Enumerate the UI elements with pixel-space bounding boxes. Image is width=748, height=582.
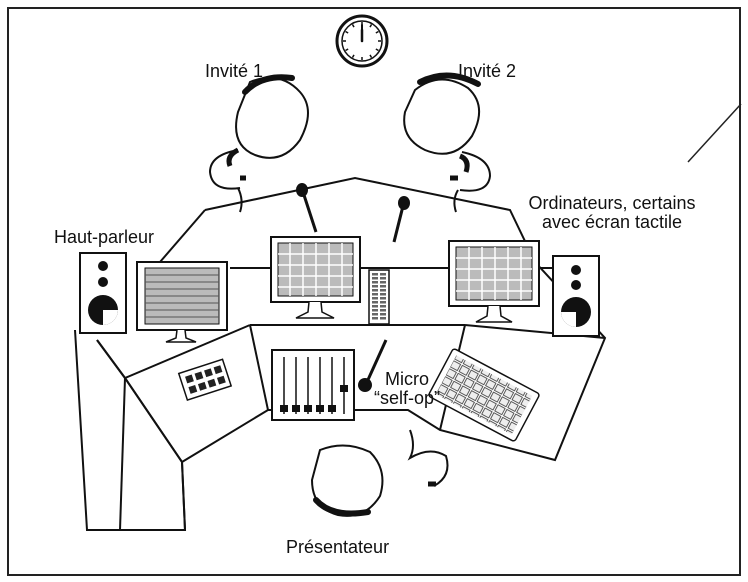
meter-led xyxy=(372,273,378,276)
meter-led xyxy=(380,317,386,320)
meter-led xyxy=(372,301,378,304)
meter-led xyxy=(372,305,378,308)
clock-icon xyxy=(337,16,387,66)
fader-knob xyxy=(304,405,312,412)
meter-led xyxy=(380,293,386,296)
self-op-mic-label: Micro “self-op” xyxy=(372,370,442,408)
self-op-mic-label-line-2: “self-op” xyxy=(372,389,442,408)
computers-label-line-2: avec écran tactile xyxy=(507,213,717,232)
meter-led xyxy=(380,289,386,292)
meter-led xyxy=(372,297,378,300)
meter-led xyxy=(380,301,386,304)
meter-led xyxy=(372,285,378,288)
meter-led xyxy=(380,281,386,284)
meter-led xyxy=(372,281,378,284)
meter-led xyxy=(372,293,378,296)
presenter-label: Présentateur xyxy=(286,538,389,557)
meter-led xyxy=(372,317,378,320)
meter-led xyxy=(380,297,386,300)
guest-2-label: Invité 2 xyxy=(458,62,516,81)
meter-led xyxy=(380,285,386,288)
meter-led xyxy=(380,273,386,276)
meter-led xyxy=(372,313,378,316)
fader-knob xyxy=(316,405,324,412)
meter-led xyxy=(380,305,386,308)
fader-knob xyxy=(328,405,336,412)
guest-1-label: Invité 1 xyxy=(205,62,263,81)
fader-knob xyxy=(340,385,348,392)
meter-led xyxy=(372,277,378,280)
fader-knob xyxy=(280,405,288,412)
meter-led xyxy=(380,313,386,316)
speaker-left xyxy=(80,253,126,333)
meter-led xyxy=(380,309,386,312)
fader-knob xyxy=(292,405,300,412)
monitor-left xyxy=(137,262,227,342)
computers-label-line-1: Ordinateurs, certains xyxy=(507,194,717,213)
meter-led xyxy=(380,277,386,280)
self-op-mic-label-line-1: Micro xyxy=(372,370,442,389)
speaker-label: Haut-parleur xyxy=(54,228,154,247)
meter-led xyxy=(372,289,378,292)
speaker-right xyxy=(553,256,599,336)
computers-label: Ordinateurs, certains avec écran tactile xyxy=(507,194,717,232)
level-meter xyxy=(369,270,389,324)
mixing-console xyxy=(272,350,354,420)
meter-led xyxy=(372,309,378,312)
